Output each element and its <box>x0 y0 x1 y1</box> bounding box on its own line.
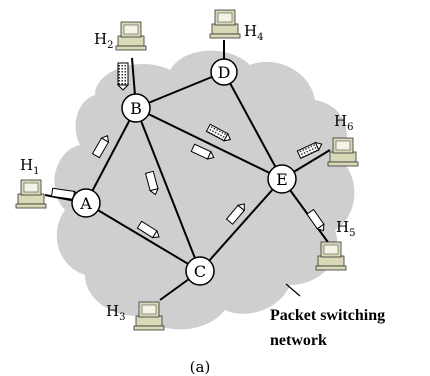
link-B-C <box>135 107 201 272</box>
computer-icon <box>15 179 47 209</box>
network-label-line2: network <box>270 332 327 349</box>
node-label: E <box>276 170 288 189</box>
node-A: A <box>71 188 101 218</box>
packet-icon <box>296 141 323 159</box>
packet-icon <box>136 220 160 239</box>
link-A-C <box>85 202 201 272</box>
computer-icon <box>327 137 359 167</box>
computer-icon <box>209 9 241 39</box>
host-H2 <box>115 21 147 51</box>
node-B: B <box>121 93 151 123</box>
link-C-E <box>199 178 283 272</box>
host-label-H5: H5 <box>336 218 355 239</box>
host-H4 <box>209 9 241 39</box>
node-label: C <box>194 262 206 281</box>
host-H1 <box>15 179 47 209</box>
link-A-B <box>85 107 137 204</box>
network-cloud <box>54 50 355 330</box>
link-B-D <box>135 71 225 109</box>
host-label-H1: H1 <box>20 156 39 177</box>
host-label-H2: H2 <box>94 30 113 51</box>
node-label: A <box>79 194 92 213</box>
host-H6 <box>327 137 359 167</box>
packet-icon <box>205 123 232 142</box>
packet-icon <box>144 170 159 196</box>
host-H3 <box>133 301 165 331</box>
node-E: E <box>267 164 297 194</box>
node-label: D <box>218 63 231 82</box>
host-label-H6: H6 <box>334 112 353 133</box>
network-label-line1: Packet switching <box>270 307 385 324</box>
packet-icon <box>116 62 130 91</box>
packet-icon <box>91 135 110 159</box>
link-B-E <box>135 107 283 180</box>
computer-icon <box>115 21 147 51</box>
packet-icon <box>306 208 325 232</box>
computer-icon <box>315 241 347 271</box>
node-label: B <box>130 99 142 118</box>
network-label-pointer <box>285 283 301 297</box>
computer-icon <box>133 301 165 331</box>
link-D-E <box>223 71 283 180</box>
node-C: C <box>185 256 215 286</box>
host-label-H3: H3 <box>106 302 125 323</box>
figure-caption: (a) <box>190 358 211 376</box>
packet-icon <box>225 203 245 225</box>
node-D: D <box>210 58 238 86</box>
host-H5 <box>315 241 347 271</box>
packet-icon <box>190 143 215 160</box>
host-label-H4: H4 <box>244 22 263 43</box>
packets <box>50 62 325 239</box>
